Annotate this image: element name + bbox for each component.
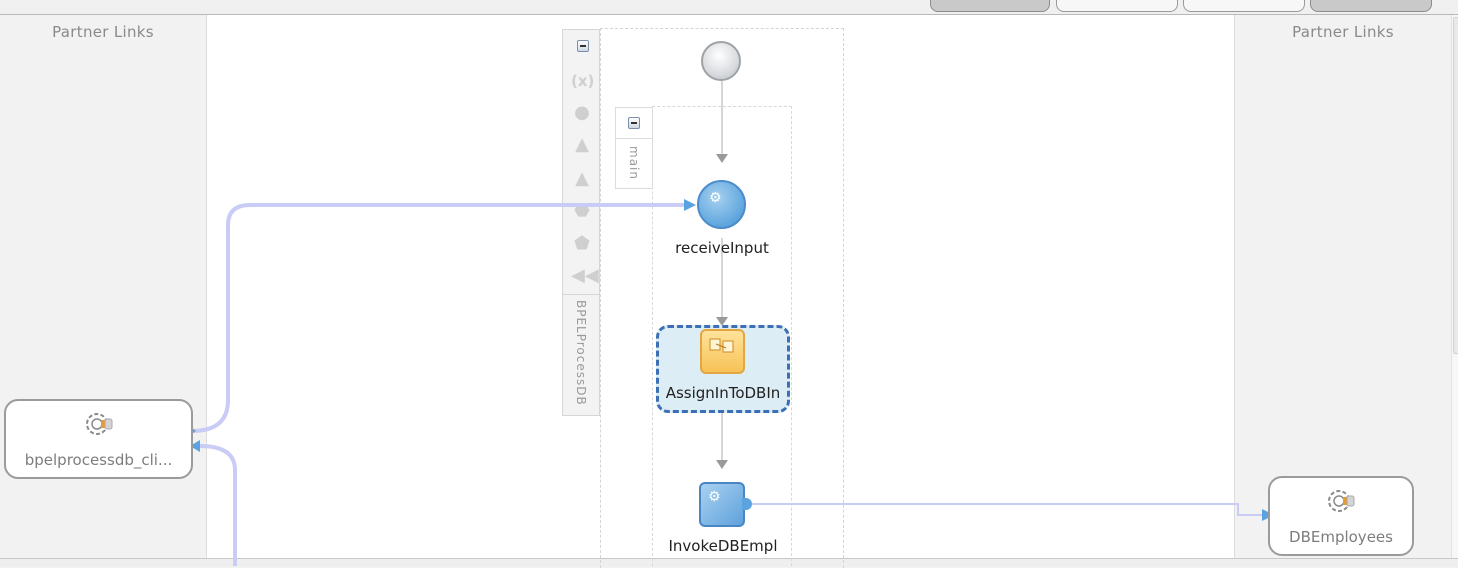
left-panel-title: Partner Links: [52, 23, 154, 41]
receive-input-label[interactable]: receiveInput: [675, 239, 769, 257]
partner-link-client-name: bpelprocessdb_cli...: [24, 451, 173, 469]
invoke-activity-label[interactable]: InvokeDBEmpl: [668, 537, 778, 555]
scrollbar-thumb[interactable]: [1453, 17, 1458, 354]
fault-handler-icon[interactable]: ▲: [575, 134, 589, 155]
toolbar-button-1[interactable]: [930, 0, 1050, 12]
start-node[interactable]: [701, 41, 741, 81]
gear-icon: ⚙: [708, 489, 721, 505]
assign-icon: [709, 338, 734, 353]
palette-divider: [563, 294, 599, 295]
collapse-main-button[interactable]: [628, 117, 640, 129]
gear-icon: ⚙: [709, 190, 722, 206]
toolbar-button-2[interactable]: [1056, 0, 1178, 12]
process-name-label: BPELProcessDB: [574, 300, 588, 406]
assign-activity-label[interactable]: AssignInToDBIn: [665, 384, 781, 402]
assign-activity[interactable]: [700, 329, 745, 374]
partner-link-client[interactable]: bpelprocessdb_cli...: [4, 399, 193, 479]
event-handler-icon[interactable]: ▲: [575, 168, 589, 189]
receive-input-activity[interactable]: ⚙: [697, 180, 746, 229]
rewind-icon[interactable]: ◀◀: [571, 265, 599, 286]
partner-link-dbemployees-name: DBEmployees: [1289, 528, 1393, 546]
termination-icon[interactable]: ⬟: [574, 233, 590, 254]
main-scope-tab: main: [615, 107, 653, 189]
toolbar-button-3[interactable]: [1183, 0, 1305, 12]
vertical-scrollbar[interactable]: [1451, 15, 1458, 558]
horizontal-scrollbar[interactable]: [0, 558, 1458, 567]
right-panel-title: Partner Links: [1292, 23, 1394, 41]
partner-link-dbemployees[interactable]: DBEmployees: [1268, 476, 1414, 556]
service-gear-icon: [86, 413, 113, 435]
collapse-process-button[interactable]: [577, 40, 589, 52]
main-tab-divider: [616, 138, 652, 139]
compensation-icon[interactable]: ⬣: [574, 200, 590, 221]
correlation-icon[interactable]: ●: [574, 102, 590, 123]
main-scope-label: main: [627, 146, 641, 180]
right-partner-links-panel: Partner Links: [1234, 15, 1451, 558]
process-side-palette: (x) ● ▲ ▲ ⬣ ⬟ ◀◀ BPELProcessDB: [562, 29, 600, 416]
editor-toolbar: [0, 0, 1458, 15]
toolbar-button-4[interactable]: [1310, 0, 1432, 12]
invoke-port[interactable]: [742, 498, 752, 510]
invoke-activity[interactable]: ⚙: [699, 482, 745, 527]
service-gear-icon: [1328, 490, 1355, 512]
variables-icon[interactable]: (x): [571, 72, 595, 90]
